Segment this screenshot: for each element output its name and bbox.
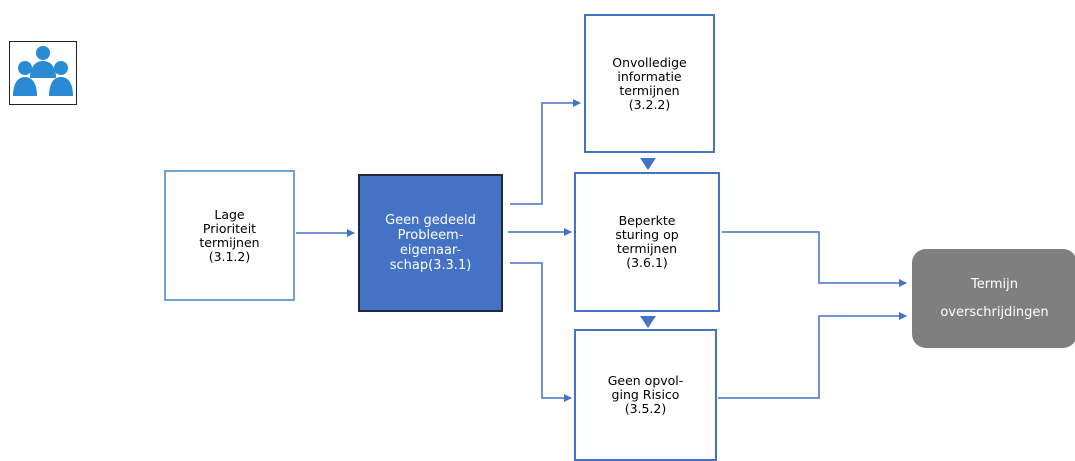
node-geen-opvolging-risico: Geen opvol- ging Risico (3.5.2) (574, 329, 717, 461)
node-beperkte-line-3: termijnen (616, 241, 678, 256)
node-termijn-line-1: Termijn (971, 276, 1018, 292)
node-geen-opvolging-line-1: Geen opvol- (607, 373, 684, 388)
node-onvolledig-label: Onvolledige informatie termijnen (3.2.2) (612, 54, 687, 112)
node-lage-prioriteit-label: Lage Prioriteit termijnen (3.1.2) (199, 206, 260, 264)
node-termijn-line-2: overschrijdingen (940, 304, 1049, 320)
node-beperkte-sturing: Beperkte sturing op termijnen (3.6.1) (574, 172, 720, 312)
node-lage-line-4: (3.1.2) (208, 248, 251, 264)
node-geen-opvolging-label: Geen opvol- ging Risico (3.5.2) (608, 374, 684, 416)
arrow-geen-opvolging-to-termijn (718, 312, 907, 399)
node-geen-gedeeld-line-2: Probleem- (397, 228, 464, 243)
node-onvolledige-informatie: Onvolledige informatie termijnen (3.2.2) (584, 14, 715, 153)
node-beperkte-line-1: Beperkte (618, 213, 676, 228)
node-lage-line-1: Lage (214, 206, 245, 222)
node-onvolledig-line-3: termijnen (619, 82, 680, 98)
node-beperkte-label: Beperkte sturing op termijnen (3.6.1) (615, 214, 678, 270)
node-geen-gedeeld-label: Geen gedeeld Probleem- eigenaar- schap(3… (385, 213, 476, 273)
people-group-icon (13, 46, 73, 96)
node-onvolledig-line-4: (3.2.2) (628, 96, 671, 112)
arrow-geen-gedeeld-to-geen-opvolging (510, 262, 572, 402)
node-onvolledig-line-2: informatie (617, 68, 682, 84)
node-geen-gedeeld-line-1: Geen gedeeld (385, 213, 476, 228)
node-geen-gedeeld-probleemeigenaarschap: Geen gedeeld Probleem- eigenaar- schap(3… (358, 174, 503, 312)
arrow-beperkte-to-termijn (722, 231, 907, 287)
node-geen-gedeeld-line-3: eigenaar- (399, 243, 462, 258)
node-lage-prioriteit: Lage Prioriteit termijnen (3.1.2) (164, 170, 295, 301)
node-lage-line-2: Prioriteit (202, 220, 257, 236)
arrow-onvolledig-to-beperkte (640, 158, 656, 170)
arrow-geen-gedeeld-to-onvolledig (510, 99, 581, 205)
node-termijn-label: Termijn overschrijdingen (940, 271, 1048, 327)
node-geen-opvolging-line-3: (3.5.2) (624, 401, 667, 416)
node-termijn-overschrijdingen: Termijn overschrijdingen (912, 249, 1075, 348)
node-geen-gedeeld-line-4: schap(3.3.1) (389, 258, 472, 273)
arrow-beperkte-to-geen-opvolging (640, 316, 656, 328)
node-lage-line-3: termijnen (199, 234, 260, 250)
node-onvolledig-line-1: Onvolledige (612, 54, 687, 70)
node-geen-opvolging-line-2: ging Risico (611, 387, 680, 402)
node-beperkte-line-4: (3.6.1) (626, 255, 668, 270)
people-group-icon-box (9, 41, 77, 105)
node-beperkte-line-2: sturing op (615, 227, 679, 242)
